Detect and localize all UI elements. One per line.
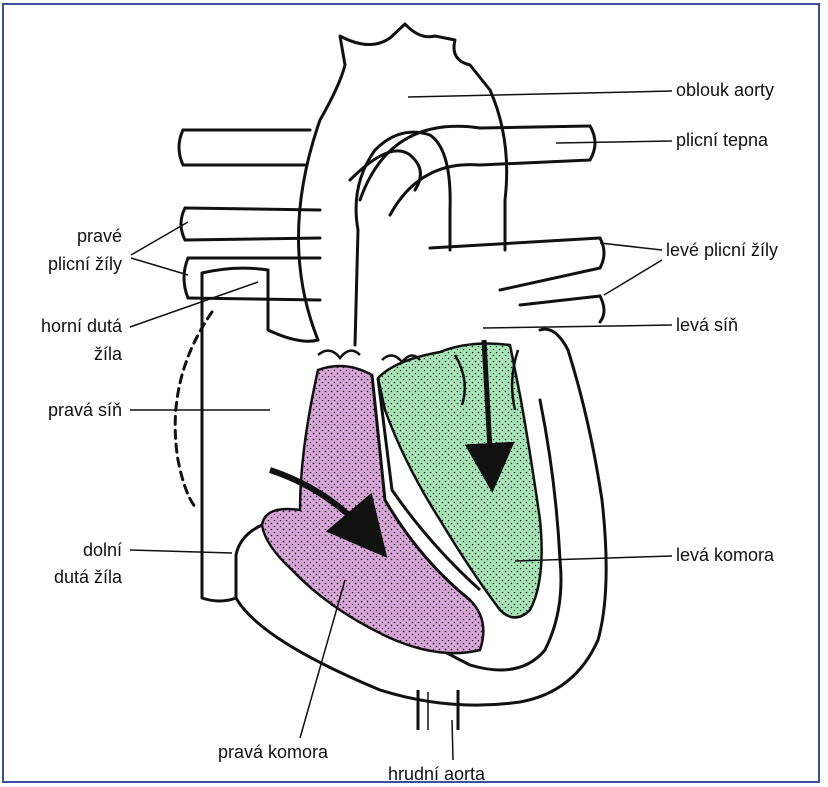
label-inferior-vena-cava-line2: dutá žíla bbox=[8, 567, 122, 587]
label-right-atrium: pravá síň bbox=[8, 400, 122, 420]
superior-vena-cava-shape bbox=[202, 268, 318, 500]
label-aortic-arch: oblouk aorty bbox=[676, 80, 774, 100]
pulmonary-artery-shape bbox=[360, 126, 595, 215]
aortic-arch-shape bbox=[298, 24, 506, 345]
right-pulmonary-vein-upper bbox=[179, 130, 310, 165]
label-left-ventricle: levá komora bbox=[676, 545, 774, 565]
label-right-ventricle: pravá komora bbox=[218, 742, 328, 762]
label-superior-vena-cava-line1: horní dutá bbox=[8, 316, 122, 336]
label-thoracic-aorta: hrudní aorta bbox=[388, 764, 485, 784]
label-left-atrium: levá síň bbox=[676, 315, 738, 335]
left-pulmonary-veins-shape bbox=[430, 238, 604, 322]
label-pulmonary-artery: plicní tepna bbox=[676, 130, 768, 150]
label-inferior-vena-cava-line1: dolní bbox=[20, 540, 122, 560]
label-superior-vena-cava-line2: žíla bbox=[20, 344, 122, 364]
inferior-vena-cava-shape bbox=[202, 500, 262, 601]
label-right-pulmonary-veins-line2: plicní žíly bbox=[8, 254, 122, 274]
label-left-pulmonary-veins: levé plicní žíly bbox=[666, 240, 778, 260]
label-right-pulmonary-veins-line1: pravé bbox=[20, 226, 122, 246]
